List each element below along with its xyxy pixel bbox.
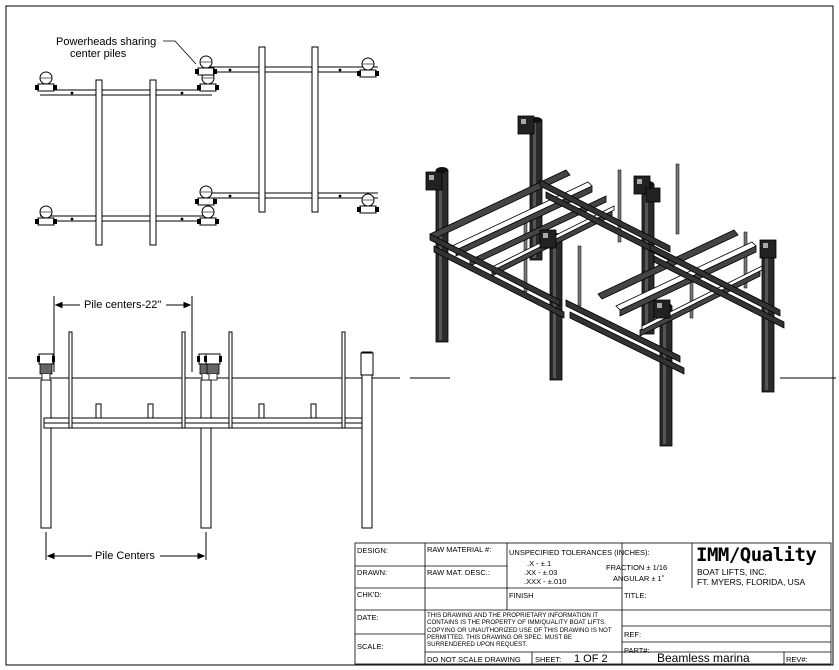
top-view <box>40 46 378 246</box>
part-value: Beamless marina <box>657 651 750 665</box>
title-block-frame <box>354 542 832 665</box>
top-view-powerheads <box>34 55 380 226</box>
ref-label: REF: <box>624 630 642 639</box>
powerheads-label-line1: Powerheads sharing <box>56 36 157 48</box>
title-label: TITLE: <box>624 591 647 600</box>
powerheads-label-line2: center piles <box>70 48 127 60</box>
tolerance-xxx: .XXX - ±.010 <box>524 577 567 586</box>
side-view <box>8 296 400 560</box>
tolerance-angular: ANGULAR ± 1˚ <box>613 574 665 583</box>
do-not-scale-label: DO NOT SCALE DRAWING <box>427 655 521 664</box>
pile-centers-22-label: Pile centers-22" <box>84 299 162 311</box>
tolerance-fraction: FRACTION ± 1/16 <box>606 563 668 572</box>
scale-label: SCALE: <box>357 642 384 651</box>
raw-mat-desc-label: RAW MAT. DESC.: <box>427 568 490 577</box>
sheet-label: SHEET: <box>535 655 562 664</box>
rev-label: REV#: <box>786 655 808 664</box>
part-label: PART#: <box>624 646 650 655</box>
tolerance-x: .X - ±.1 <box>527 559 552 568</box>
finish-label: FINISH <box>509 591 534 600</box>
side-view-powerheads <box>36 352 374 381</box>
tolerance-xx: .XX - ±.03 <box>524 568 558 577</box>
date-label: DATE: <box>357 613 379 622</box>
company-city: FT. MYERS, FLORIDA, USA <box>697 577 806 587</box>
pile-centers-label: Pile Centers <box>95 550 155 562</box>
sheet-value: 1 OF 2 <box>574 653 608 665</box>
proprietary-notice: THIS DRAWING AND THE PROPRIETARY INFORMA… <box>427 612 612 649</box>
tolerances-title: UNSPECIFIED TOLERANCES (INCHES): <box>509 548 650 557</box>
chkd-label: CHK'D: <box>357 590 382 599</box>
raw-material-label: RAW MATERIAL #: <box>427 545 492 554</box>
isometric-view <box>410 115 836 447</box>
company-subtitle: BOAT LIFTS, INC. <box>697 567 767 577</box>
design-label: DESIGN: <box>357 546 388 555</box>
drawn-label: DRAWN: <box>357 568 388 577</box>
company-name: IMM/Quality <box>696 544 817 566</box>
powerheads-leader <box>163 40 197 65</box>
